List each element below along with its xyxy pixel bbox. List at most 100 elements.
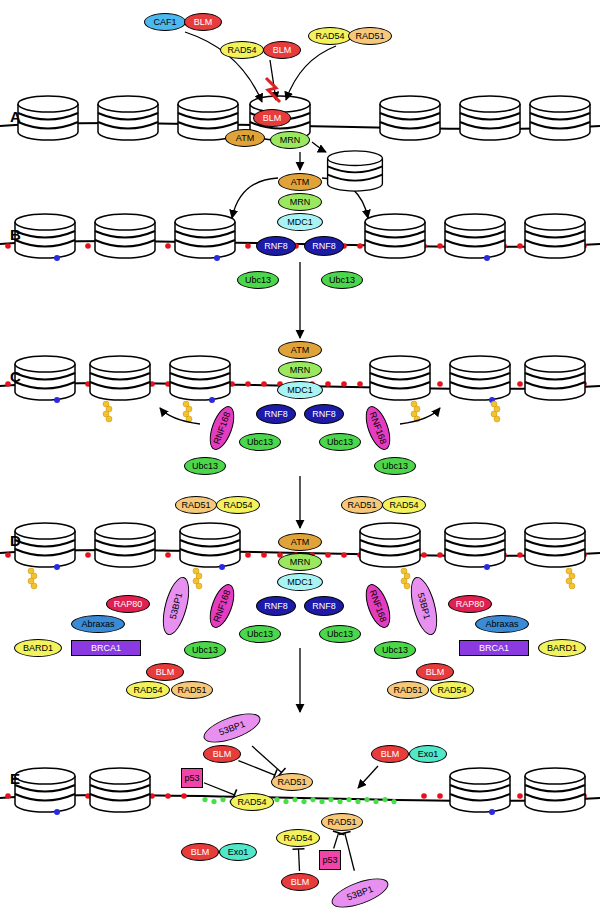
protein-oval: MDC1 [277,381,323,399]
protein-oval: p53 [181,768,203,788]
protein-oval: RNF168 [205,403,240,453]
protein-oval: RAD54 [230,793,274,811]
protein-name: RAD51 [277,778,306,787]
protein-name: RAD54 [223,501,252,510]
protein-oval: MRN [278,553,322,571]
protein-oval: RAP80 [448,595,492,613]
protein-oval: BLM [281,873,319,891]
protein-name: RNF8 [264,410,288,419]
protein-name: BARD1 [23,644,53,653]
protein-oval: ATM [278,173,322,191]
protein-oval: Ubc13 [321,271,363,289]
protein-oval: MRN [278,193,322,211]
inhibition-line [339,831,354,870]
protein-name: MRN [290,366,311,375]
protein-name: Exo1 [418,750,439,759]
protein-oval: 53BP1 [158,574,195,638]
protein-oval: RNF168 [361,403,396,453]
protein-name: MDC1 [287,218,313,227]
protein-oval: ATM [278,341,322,359]
protein-oval: BLM [263,41,301,59]
protein-name: RAP80 [456,600,485,609]
protein-name: BRCA1 [479,644,509,653]
protein-oval: Abraxas [71,615,125,633]
protein-name: ATM [236,134,254,143]
protein-oval: BLM [181,843,219,861]
protein-oval: RAD54 [308,27,352,45]
protein-oval: Ubc13 [374,457,416,475]
protein-oval: RNF8 [304,404,344,424]
protein-oval: BLM [416,663,454,681]
protein-oval: BARD1 [538,639,586,657]
protein-name: MDC1 [287,578,313,587]
panel-letter: B [10,226,21,243]
panel-letter: D [10,532,21,549]
protein-name: BARD1 [547,644,577,653]
protein-name: MRN [290,558,311,567]
protein-oval: CAF1 [144,13,186,31]
protein-name: ATM [291,346,309,355]
protein-oval: Ubc13 [184,641,226,659]
protein-oval: RAD51 [387,681,429,699]
protein-oval: RAD51 [171,681,213,699]
protein-oval: RAD54 [382,496,426,514]
protein-name: BRCA1 [91,644,121,653]
inhibition-line [238,761,277,781]
protein-name: Abraxas [81,620,114,629]
protein-name: RNF8 [264,242,288,251]
protein-name: 53BP1 [416,592,432,620]
protein-name: RAD54 [227,46,256,55]
protein-name: Abraxas [485,620,518,629]
protein-name: Ubc13 [247,438,273,447]
protein-oval: RNF8 [256,404,296,424]
protein-name: RAD54 [389,501,418,510]
protein-name: RNF168 [368,589,388,624]
protein-name: Ubc13 [247,630,273,639]
protein-oval: RNF8 [256,596,296,616]
protein-name: Ubc13 [382,646,408,655]
protein-oval: Ubc13 [239,625,281,643]
protein-oval: RAD54 [216,496,260,514]
protein-name: Ubc13 [245,276,271,285]
protein-name: BLM [156,668,175,677]
protein-name: RAD51 [347,501,376,510]
protein-name: RNF8 [312,242,336,251]
protein-name: BLM [381,750,400,759]
protein-oval: BLM [253,109,291,127]
protein-oval: RAD51 [341,496,383,514]
protein-oval: BLM [146,663,184,681]
protein-name: BLM [191,848,210,857]
protein-oval: RNF8 [304,236,344,256]
protein-name: RAD51 [327,818,356,827]
protein-name: RAD54 [315,32,344,41]
protein-name: RAD51 [177,686,206,695]
protein-oval: Ubc13 [319,625,361,643]
panel-letter: C [10,368,21,385]
protein-name: RNF168 [212,411,232,446]
protein-oval: RAD54 [126,681,170,699]
protein-oval: RAD51 [321,813,363,831]
protein-name: ATM [291,538,309,547]
protein-oval: Ubc13 [319,433,361,451]
protein-oval: Exo1 [219,843,257,861]
protein-name: RNF8 [312,602,336,611]
protein-name: RAD54 [283,834,312,843]
protein-name: BLM [426,668,445,677]
protein-name: CAF1 [153,18,176,27]
protein-name: RAP80 [114,600,143,609]
protein-oval: BARD1 [14,639,62,657]
protein-name: 53BP1 [218,719,246,737]
protein-oval: RNF8 [256,236,296,256]
protein-oval: RNF168 [361,581,396,631]
protein-name: RAD51 [355,32,384,41]
protein-oval: BRCA1 [71,640,141,656]
protein-name: 53BP1 [168,592,184,620]
protein-name: 53BP1 [346,884,374,902]
protein-name: p53 [322,856,337,865]
protein-oval: RAP80 [106,595,150,613]
protein-oval: MRN [270,131,310,149]
inhibition-line [293,849,305,871]
protein-oval: MRN [278,361,322,379]
protein-name: Exo1 [228,848,249,857]
panel-letter: E [10,770,20,787]
